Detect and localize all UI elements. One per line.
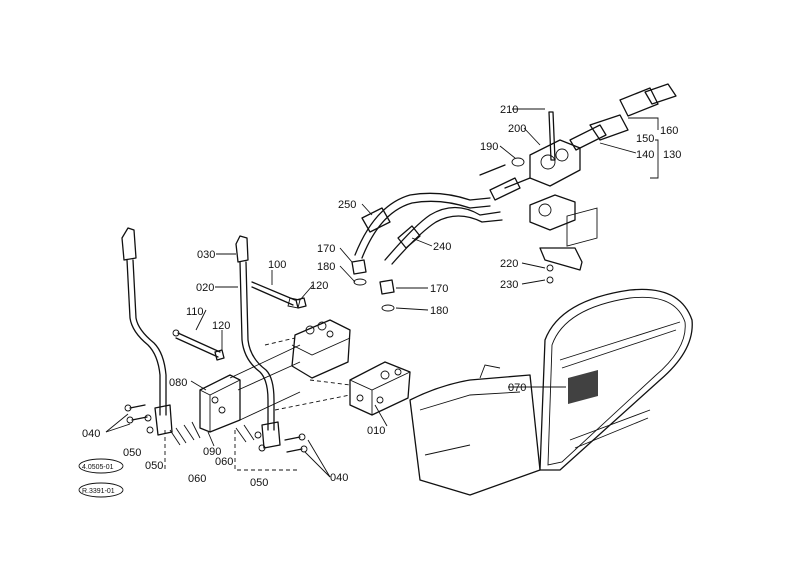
label-180-right: 180 [430,305,448,317]
group-bracket [628,117,659,179]
control-valve [291,319,411,416]
label-230: 230 [500,279,518,291]
rod-100 [251,281,301,309]
fender-cover [539,207,693,471]
label-220: 220 [500,258,518,270]
coupler-block [479,111,581,231]
mounting-bracket [199,344,301,433]
alignment-lines [164,337,351,471]
label-250: 250 [338,199,356,211]
label-080: 080 [169,377,187,389]
label-040-right: 040 [330,472,348,484]
label-050-right: 050 [250,477,268,489]
part-labels: 010 020 030 040 040 050 050 050 060 060 … [82,104,681,489]
label-240: 240 [433,241,451,253]
label-120-lower: 120 [212,320,230,332]
label-150: 150 [636,133,654,145]
reference-bubbles: 4.0505-01 R.3391-01 [78,458,124,498]
pins-right [235,424,308,453]
label-120-upper: 120 [310,280,328,292]
reference-1: 4.0505-01 [82,464,114,471]
lever-middle [235,235,281,449]
label-200: 200 [508,123,526,135]
label-170-left: 170 [317,243,335,255]
label-070: 070 [508,382,526,394]
label-040-left: 040 [82,428,100,440]
label-030: 030 [197,249,215,261]
label-060-left: 060 [188,473,206,485]
label-050-mid: 050 [145,460,163,472]
hose-250 [354,192,491,259]
fittings-170-180 [351,259,395,312]
label-210: 210 [500,104,518,116]
label-160: 160 [660,125,678,137]
label-020: 020 [196,282,214,294]
label-100: 100 [268,259,286,271]
label-010: 010 [367,425,385,437]
nut-120-lower [214,349,225,361]
fender-hatch [568,370,598,404]
lever-left [121,227,173,436]
label-060-right: 060 [215,456,233,468]
label-090: 090 [203,446,221,458]
label-170-right: 170 [430,283,448,295]
label-110: 110 [186,306,204,318]
hose-240 [384,206,503,265]
label-190: 190 [480,141,498,153]
bracket-220-230 [539,247,583,284]
label-140: 140 [636,149,654,161]
label-050-left: 050 [123,447,141,459]
transmission-housing [409,364,541,496]
label-180-left: 180 [317,261,335,273]
coupler-130-160 [569,83,677,151]
leader-lines [105,108,637,478]
rod-110 [172,329,221,358]
label-130: 130 [663,149,681,161]
pins-left [124,404,215,447]
reference-2: R.3391-01 [82,488,115,495]
